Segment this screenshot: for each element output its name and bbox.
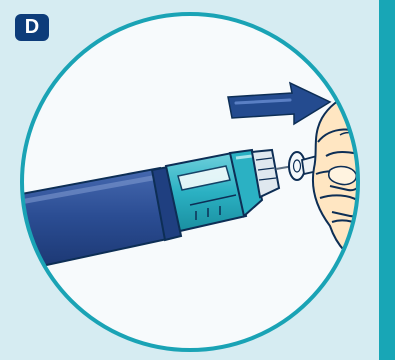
step-badge: D <box>15 14 49 41</box>
magnifier-border <box>20 12 360 352</box>
arrow-right-icon <box>227 81 332 126</box>
insulin-pen-icon <box>22 148 264 277</box>
side-accent-bar <box>379 0 395 360</box>
